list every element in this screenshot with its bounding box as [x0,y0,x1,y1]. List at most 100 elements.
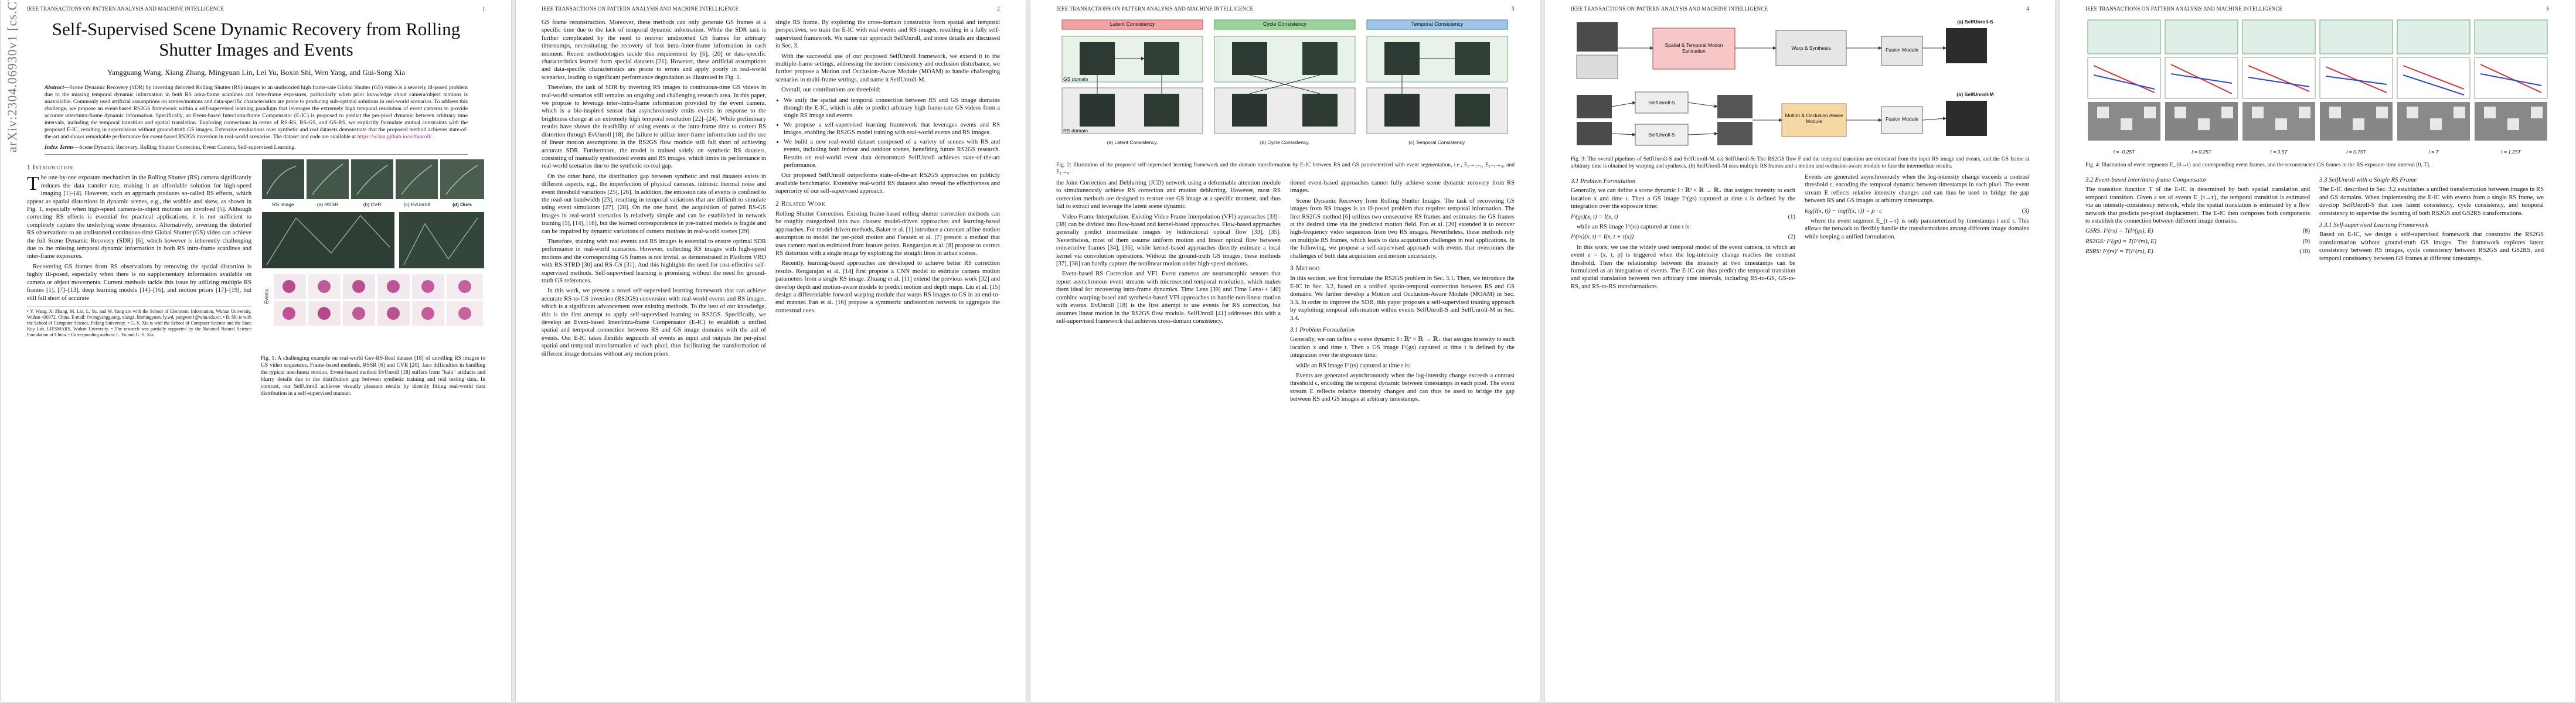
panel-b [1214,36,1356,134]
paragraph: Events are generated asynchronously when… [1805,174,2029,204]
subsection-heading-eic: 3.2 Event-based Inter/intra-frame Compen… [2085,176,2207,183]
fig3-moam: Motion & Occlusion Aware Module [1785,112,1843,124]
author-list: Yangguang Wang, Xiang Zhang, Mingyuan Li… [107,68,405,77]
fig3-selfs-2: SelfUnroll-S [1648,132,1675,138]
paragraph: while an RS image I^(rs) captured at tim… [1296,362,1411,369]
page-3-columns: the Joint Correction and Deblurring (JCD… [1056,179,1515,406]
figure-1-image [262,159,484,326]
page-header: IEEE TRANSACTIONS ON PATTERN ANALYSIS AN… [2085,6,2549,12]
paragraph: tioned event-based approaches cannot ful… [1290,180,1515,194]
fig3-warp: Warp & Synthesis [1791,45,1831,51]
intro-paragraph-2: Recovering GS frames from RS observation… [27,263,251,302]
figure-4-caption: Fig. 4: Illustration of event segments E… [2085,162,2431,168]
paragraph: Therefore, the task of SDR by inverting … [542,84,766,170]
fig3-title-a: (a) SelfUnroll-S [1957,19,1993,25]
drop-cap: T [27,173,39,195]
list-item: We propose a self-supervised learning fr… [784,121,1000,137]
time-label: t = 0.25T [2192,149,2211,155]
time-label: t = 0.75T [2346,149,2366,155]
time-label: t = 0.5T [2270,149,2288,155]
page-5-left-column: 3.2 Event-based Inter/intra-frame Compen… [2085,172,2310,265]
page-2: IEEE TRANSACTIONS ON PATTERN ANALYSIS AN… [516,0,1026,702]
index-terms-text: —Scene Dynamic Recovery, Rolling Shutter… [73,144,296,151]
paragraph: Video Frame Interpolation. Existing Vide… [1056,213,1281,268]
fig3-selfs-1: SelfUnroll-S [1648,100,1675,105]
flower-crops [274,274,483,326]
figure-3-pipeline [1576,22,1987,146]
page-4-right-column: Events are generated asynchronously when… [1805,173,2029,293]
page-4-columns: 3.1 Problem Formulation Generally, we ca… [1571,173,2029,293]
paragraph: Generally, we can define a scene dynamic… [1290,336,1515,359]
fig2-banner-latent: Latent Consistency [1110,21,1155,27]
paragraph: where the event segment E_{t→τ} is only … [1805,218,2029,240]
fig2-rs-domain: RS domain [1063,128,1088,134]
subsection-heading-selfunroll: 3.3 SelfUnroll with a Single RS Frame [2319,176,2417,183]
journal-name: IEEE TRANSACTIONS ON PATTERN ANALYSIS AN… [27,6,224,12]
paragraph: In this work, we present a novel self-su… [542,288,766,357]
paragraph: In this section, we first formulate the … [1290,275,1515,322]
paragraph: On the other hand, the distribution gap … [542,173,766,235]
time-label: t = -0.25T [2113,149,2135,155]
fig3-stmo: Spatial & Temporal Motion Estimation [1665,42,1723,54]
rs-image-thumb [262,159,304,199]
paragraph: With the successful use of our proposed … [775,53,1000,83]
page-4-left-column: 3.1 Problem Formulation Generally, we ca… [1571,173,1795,293]
subsection-heading-problem: 3.1 Problem Formulation [1571,178,1636,185]
panel-a [1061,36,1203,134]
page-header: IEEE TRANSACTIONS ON PATTERN ANALYSIS AN… [1571,6,2029,12]
section-heading-related: 2 Related Work [775,200,826,207]
page-1-right-column: RS image (a) RSSR (b) CVR (c) EvUnroll (… [261,159,485,401]
page-5-columns: 3.2 Event-based Inter/intra-frame Compen… [2085,172,2549,265]
event-cube-row [2087,19,2548,54]
page-2-right-column: single RS frame. By exploring the cross-… [775,19,1000,360]
page-3: IEEE TRANSACTIONS ON PATTERN ANALYSIS AN… [1030,0,1540,702]
paragraph: Event-based RS Correction and VFI. Event… [1056,271,1281,325]
abstract-divider [45,154,468,155]
page-3-right-column: tioned event-based approaches cannot ful… [1290,179,1515,406]
fig1-label-events: Events [263,288,270,304]
page-3-left-column: the Joint Correction and Deblurring (JCD… [1056,179,1281,406]
figure-2: Latent Consistency Cycle Consistency Tem… [1056,19,1515,159]
paragraph: The E-IC described in Sec. 3.2 establish… [2319,186,2544,217]
page-header: IEEE TRANSACTIONS ON PATTERN ANALYSIS AN… [542,6,1000,12]
abstract-label: Abstract [45,84,64,91]
fig2-sub-a: (a) Latent Consistency. [1107,139,1158,145]
paragraph: Our proposed SelfUnroll outperforms stat… [775,172,1000,195]
section-heading-method: 3 Method [1290,265,1320,272]
paragraph: single RS frame. By exploring the cross-… [775,19,1000,50]
subsection-heading-problem: 3.1 Problem Formulation [1290,326,1355,333]
page-number: 1 [482,6,485,12]
list-item: We unify the spatial and temporal connec… [784,97,1000,120]
event-frame-row [2087,57,2548,99]
figure-4: t = -0.25T t = 0.25T t = 0.5T t = 0.75T … [2085,19,2549,159]
page-5-right-column: 3.3 SelfUnroll with a Single RS Frame Th… [2319,172,2544,265]
equation-2: I^(rs)(x, t) = I(x, t + τ(x))(2) [1571,234,1795,241]
page-4: IEEE TRANSACTIONS ON PATTERN ANALYSIS AN… [1545,0,2055,702]
page-5: IEEE TRANSACTIONS ON PATTERN ANALYSIS AN… [2060,0,2575,702]
section-heading-intro: 1 Introduction [27,164,73,171]
list-item: We build a new real-world dataset compos… [784,138,1000,170]
paragraph: Generally, we can define a scene dynamic… [1571,187,1795,210]
fig3-fusion: Fusion Module [1886,47,1918,53]
dataset-link[interactable]: https://w3un.github.io/selfunroll/. [357,134,433,140]
figure-3-caption: Fig. 3: The overall pipelines of SelfUnr… [1571,156,2029,169]
figure-2-caption: Fig. 2: Illustration of the proposed sel… [1056,162,1515,175]
paragraph: Scene Dynamic Recovery from Rolling Shut… [1290,197,1515,260]
equation-1: I^(gs)(x, t) = I(x, t)(1) [1571,213,1795,220]
fig1-label-cvr: (b) CVR [363,202,382,207]
fig1-label-evunroll: (c) EvUnroll [403,202,430,207]
panel-c [1366,36,1508,134]
equation-3: log(I(x, t)) − log(I(x, τ)) = p · c(3) [1805,207,2029,214]
paragraph: Events are generated asynchronously when… [1290,372,1515,403]
fig2-banner-cycle: Cycle Consistency [1263,21,1307,27]
fig2-gs-domain: GS domain [1063,76,1088,82]
arxiv-stamp: arXiv:2304.06930v1 [cs.CV] 19 Apr 2023 [5,0,19,152]
figure-3: (a) SelfUnroll-S (b) SelfUnroll-M Spatia… [1571,19,2029,153]
paragraph: the Joint Correction and Deblurring (JCD… [1056,180,1281,210]
fig1-label-ours: (d) Ours [452,202,472,207]
abstract: Abstract—Scene Dynamic Recovery (SDR) by… [45,84,468,141]
page-1: arXiv:2304.06930v1 [cs.CV] 19 Apr 2023 I… [1,0,511,702]
fig2-banner-temporal: Temporal Consistency [1411,21,1464,27]
